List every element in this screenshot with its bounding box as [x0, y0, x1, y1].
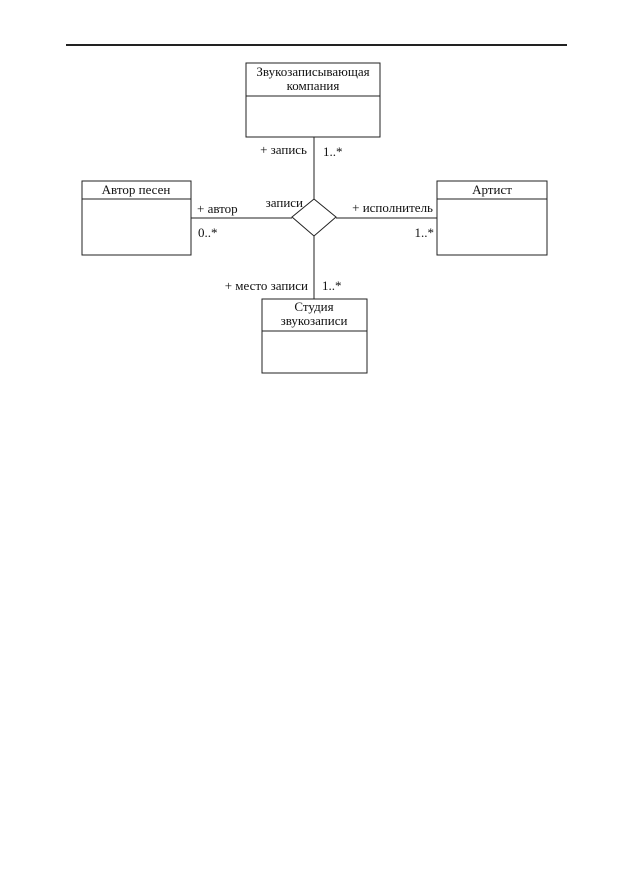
role-company: + запись — [260, 142, 307, 157]
page-header-rule — [66, 44, 567, 46]
multiplicity-author: 0..* — [198, 225, 218, 240]
class-company-name-line1: Звукозаписывающая — [256, 64, 369, 79]
class-company-name-line2: компания — [287, 78, 340, 93]
multiplicity-studio: 1..* — [322, 278, 342, 293]
class-studio-name-line1: Студия — [294, 299, 333, 314]
multiplicity-artist: 1..* — [415, 225, 435, 240]
class-studio-name-line2: звукозаписи — [281, 313, 348, 328]
role-studio: + место записи — [225, 278, 308, 293]
association-name: записи — [266, 195, 303, 210]
role-author: + автор — [197, 201, 238, 216]
class-company — [245, 62, 381, 138]
class-author-name: Автор песен — [102, 182, 171, 197]
role-artist: + исполнитель — [352, 200, 433, 215]
multiplicity-company: 1..* — [323, 144, 343, 159]
class-artist-name: Артист — [472, 182, 512, 197]
